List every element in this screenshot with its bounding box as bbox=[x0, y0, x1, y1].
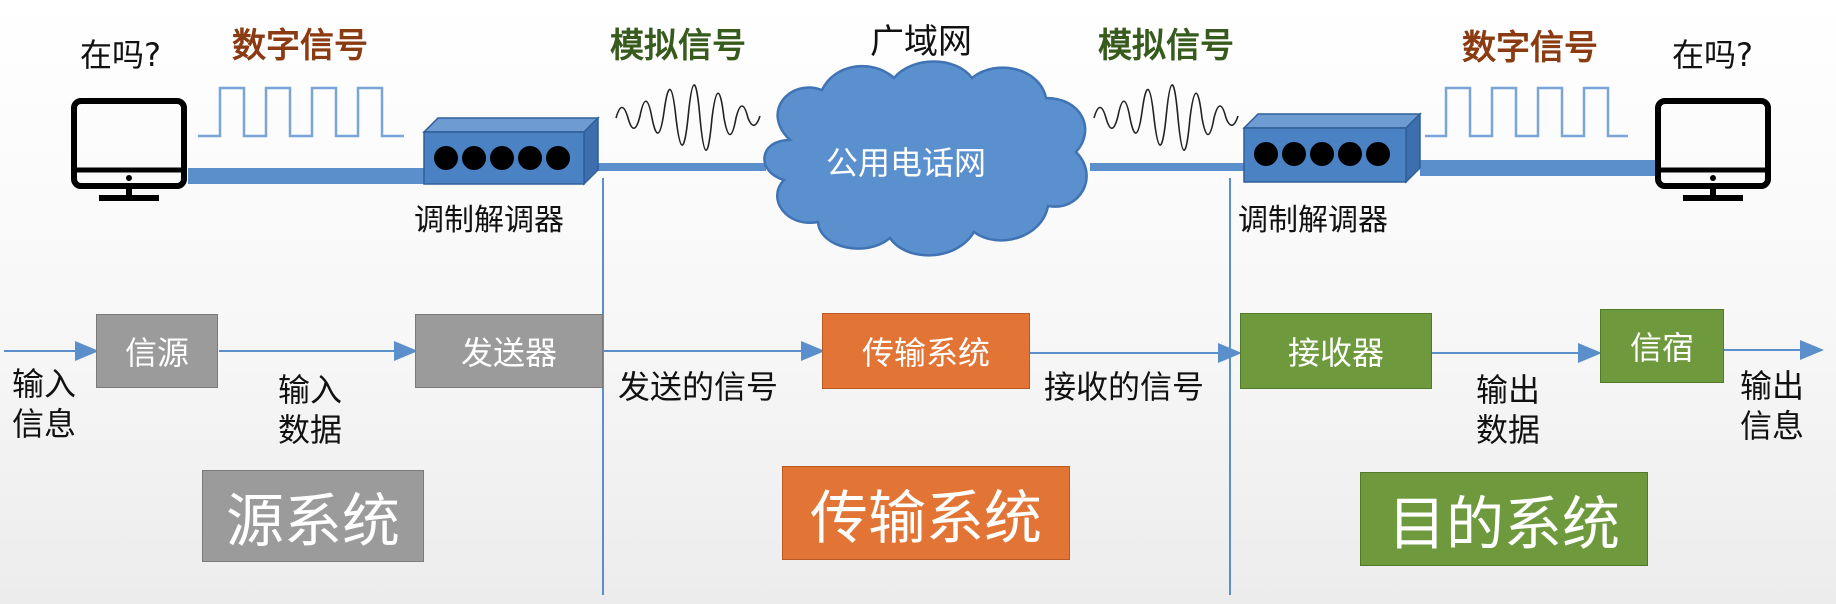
output-data-label: 输出 数据 bbox=[1476, 370, 1540, 450]
destination-system-box: 目的系统 bbox=[1360, 472, 1648, 566]
public-telephone-network-cloud bbox=[763, 60, 1088, 257]
left-question-text: 在吗? bbox=[80, 36, 161, 74]
left-analog-link bbox=[596, 163, 766, 171]
input-info-label: 输入 信息 bbox=[12, 364, 76, 444]
sent-signal-label: 发送的信号 bbox=[618, 368, 779, 406]
left-analog-signal-label: 模拟信号 bbox=[610, 26, 746, 66]
input-info-line-1: 输入 bbox=[12, 365, 77, 403]
left-computer-icon bbox=[71, 98, 187, 201]
left-digital-signal-label: 数字信号 bbox=[232, 26, 368, 66]
input-info-line-2: 信息 bbox=[12, 405, 77, 443]
cloud-label: 公用电话网 bbox=[826, 144, 987, 182]
right-analog-signal-label: 模拟信号 bbox=[1098, 26, 1234, 66]
input-data-label: 输入 数据 bbox=[278, 370, 342, 450]
receiver-box: 接收器 bbox=[1240, 313, 1432, 389]
received-signal-label: 接收的信号 bbox=[1044, 368, 1205, 406]
destination-box: 信宿 bbox=[1600, 309, 1724, 383]
output-info-line-1: 输出 bbox=[1740, 367, 1805, 405]
right-computer-icon bbox=[1655, 98, 1771, 201]
right-analog-link bbox=[1090, 163, 1246, 171]
transmission-system-big-box: 传输系统 bbox=[782, 466, 1070, 560]
left-square-wave bbox=[198, 86, 404, 138]
output-data-line-1: 输出 bbox=[1476, 371, 1541, 409]
transmitter-box: 发送器 bbox=[415, 314, 603, 388]
output-info-label: 输出 信息 bbox=[1740, 366, 1804, 446]
left-digital-link bbox=[188, 168, 426, 184]
transmission-system-box: 传输系统 bbox=[822, 313, 1030, 389]
right-modem-label: 调制解调器 bbox=[1238, 203, 1388, 238]
input-data-line-2: 数据 bbox=[278, 411, 343, 449]
right-analog-wave bbox=[1093, 84, 1239, 152]
right-square-wave bbox=[1425, 86, 1628, 138]
source-box: 信源 bbox=[96, 314, 218, 388]
source-system-box: 源系统 bbox=[202, 470, 424, 562]
input-data-line-1: 输入 bbox=[278, 371, 343, 409]
left-analog-wave bbox=[615, 84, 761, 152]
left-modem-icon bbox=[422, 116, 600, 186]
right-question-text: 在吗? bbox=[1672, 36, 1753, 74]
right-digital-signal-label: 数字信号 bbox=[1462, 28, 1598, 68]
right-digital-link bbox=[1420, 160, 1658, 176]
output-info-line-2: 信息 bbox=[1740, 407, 1805, 445]
output-data-line-2: 数据 bbox=[1476, 411, 1541, 449]
left-modem-label: 调制解调器 bbox=[414, 203, 564, 238]
right-modem-icon bbox=[1242, 112, 1422, 184]
wan-label: 广域网 bbox=[870, 22, 972, 62]
